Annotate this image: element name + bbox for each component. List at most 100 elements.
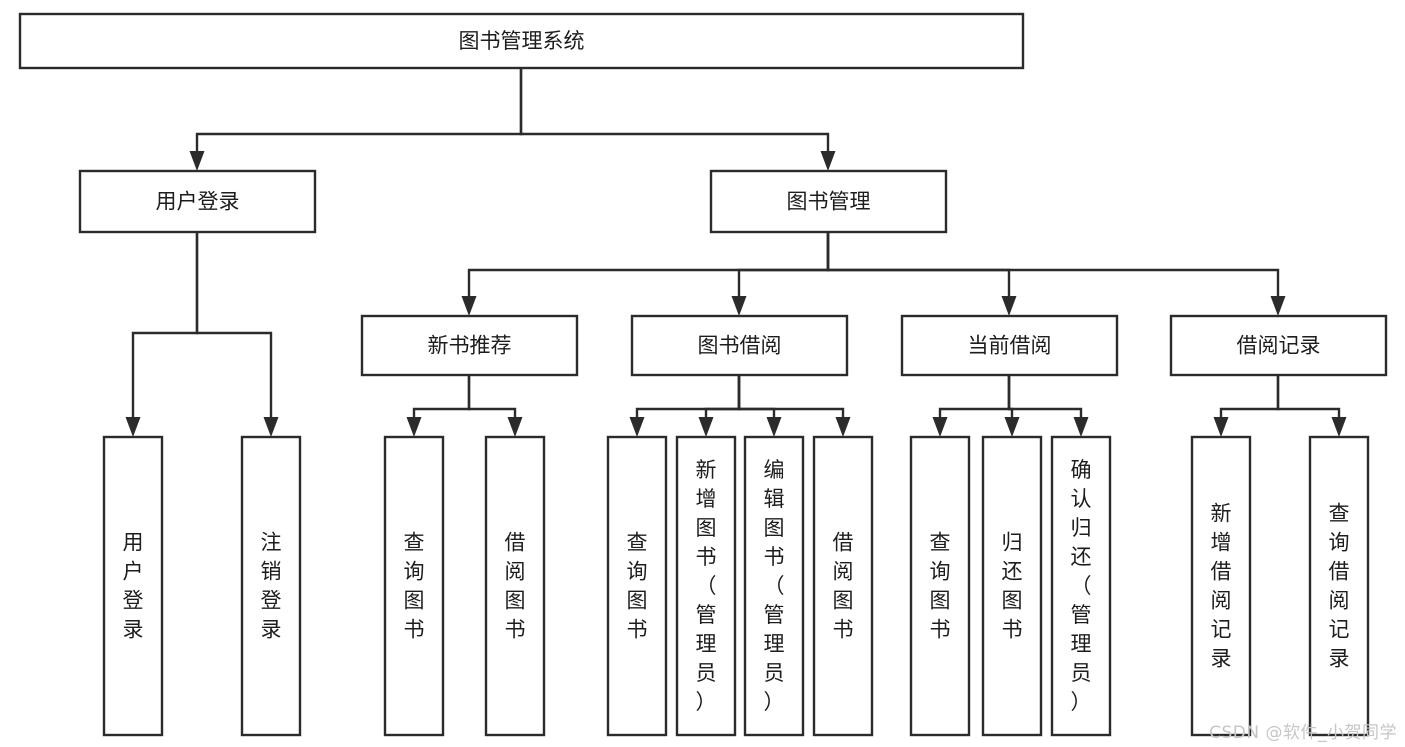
node-leaf-2[interactable]: 查询图书	[383, 435, 445, 737]
connector-line	[737, 375, 776, 417]
node-leaf-1[interactable]: 注销登录	[240, 435, 302, 737]
node-box[interactable]	[1308, 435, 1370, 737]
connector-line	[737, 232, 830, 296]
node-label: 借阅图书	[833, 531, 854, 642]
arrow-head-icon	[698, 417, 714, 437]
arrow-head-icon	[1073, 417, 1089, 437]
node-box[interactable]	[981, 435, 1043, 737]
connector-line	[826, 232, 1280, 296]
connector	[461, 232, 830, 316]
node-box[interactable]	[484, 435, 546, 737]
node-level2-1[interactable]: 图书借阅	[630, 314, 849, 377]
node-label: 用户登录	[123, 531, 144, 642]
node-box[interactable]	[78, 169, 317, 234]
node-level2-2[interactable]: 当前借阅	[900, 314, 1119, 377]
node-label: 图书借阅	[698, 334, 782, 358]
connector	[125, 232, 199, 437]
node-label: 借阅记录	[1237, 334, 1321, 358]
node-label: 用户登录	[156, 190, 240, 214]
arrow-head-icon	[820, 151, 836, 171]
node-leaf-4[interactable]: 查询图书	[606, 435, 668, 737]
node-level2-0[interactable]: 新书推荐	[360, 314, 579, 377]
node-leaf-3[interactable]: 借阅图书	[484, 435, 546, 737]
arrow-head-icon	[932, 417, 948, 437]
node-level1-1[interactable]: 图书管理	[709, 169, 948, 234]
arrow-head-icon	[1004, 417, 1020, 437]
node-leaf-6[interactable]: 编辑图书（管理员）	[743, 435, 805, 737]
arrow-head-icon	[189, 151, 205, 171]
node-leaf-0[interactable]: 用户登录	[102, 435, 164, 737]
connector	[519, 68, 836, 171]
connector-line	[519, 68, 830, 151]
node-leaf-5[interactable]: 新增图书（管理员）	[675, 435, 737, 737]
connector-line	[635, 375, 741, 417]
arrow-head-icon	[731, 296, 747, 316]
node-leaf-10[interactable]: 确认归还（管理员）	[1050, 435, 1112, 737]
node-box[interactable]	[383, 435, 445, 737]
node-label: 新增借阅记录	[1211, 502, 1232, 671]
connector	[195, 232, 279, 437]
arrow-head-icon	[507, 417, 523, 437]
arrow-head-icon	[1270, 296, 1286, 316]
node-box[interactable]	[812, 435, 874, 737]
node-level2-3[interactable]: 借阅记录	[1169, 314, 1388, 377]
node-label: 借阅图书	[505, 531, 526, 642]
connector-line	[938, 375, 1011, 417]
connector-line	[467, 375, 517, 417]
connector	[737, 375, 782, 437]
connector-line	[826, 232, 1011, 296]
arrow-head-icon	[1331, 417, 1347, 437]
node-box[interactable]	[240, 435, 302, 737]
node-leaf-7[interactable]: 借阅图书	[812, 435, 874, 737]
node-box[interactable]	[1050, 435, 1112, 737]
arrow-head-icon	[766, 417, 782, 437]
connector	[826, 232, 1017, 316]
node-box[interactable]	[743, 435, 805, 737]
node-label: 新增图书（管理员）	[696, 458, 717, 714]
node-box[interactable]	[18, 12, 1025, 70]
node-box[interactable]	[606, 435, 668, 737]
node-label: 查询图书	[404, 531, 425, 642]
arrow-head-icon	[629, 417, 645, 437]
connector-line	[704, 375, 741, 417]
node-box[interactable]	[1190, 435, 1252, 737]
node-leaf-12[interactable]: 查询借阅记录	[1308, 435, 1370, 737]
connector	[406, 375, 471, 437]
node-label: 当前借阅	[968, 334, 1052, 358]
connector	[1007, 375, 1089, 437]
connector	[737, 375, 851, 437]
node-label: 查询图书	[930, 531, 951, 642]
node-leaf-9[interactable]: 归还图书	[981, 435, 1043, 737]
node-label: 查询借阅记录	[1329, 502, 1350, 671]
node-label: 编辑图书（管理员）	[764, 458, 785, 714]
connector-line	[131, 232, 199, 417]
connector	[826, 232, 1286, 316]
node-box[interactable]	[630, 314, 849, 377]
connector	[1004, 375, 1020, 437]
node-level1-0[interactable]: 用户登录	[78, 169, 317, 234]
node-label: 确认归还（管理员）	[1071, 458, 1092, 714]
node-leaf-8[interactable]: 查询图书	[909, 435, 971, 737]
connector	[698, 375, 741, 437]
node-root[interactable]: 图书管理系统	[18, 12, 1025, 70]
connector	[467, 375, 523, 437]
connector	[629, 375, 741, 437]
node-box[interactable]	[709, 169, 948, 234]
arrow-head-icon	[835, 417, 851, 437]
node-leaf-11[interactable]: 新增借阅记录	[1190, 435, 1252, 737]
connector-line	[1219, 375, 1280, 417]
arrow-head-icon	[1001, 296, 1017, 316]
node-box[interactable]	[102, 435, 164, 737]
node-label: 注销登录	[261, 531, 282, 642]
connector	[1213, 375, 1280, 437]
arrow-head-icon	[1213, 417, 1229, 437]
node-box[interactable]	[900, 314, 1119, 377]
connector	[189, 68, 523, 171]
node-box[interactable]	[1169, 314, 1388, 377]
node-box[interactable]	[360, 314, 579, 377]
arrow-head-icon	[263, 417, 279, 437]
node-box[interactable]	[909, 435, 971, 737]
node-box[interactable]	[675, 435, 737, 737]
